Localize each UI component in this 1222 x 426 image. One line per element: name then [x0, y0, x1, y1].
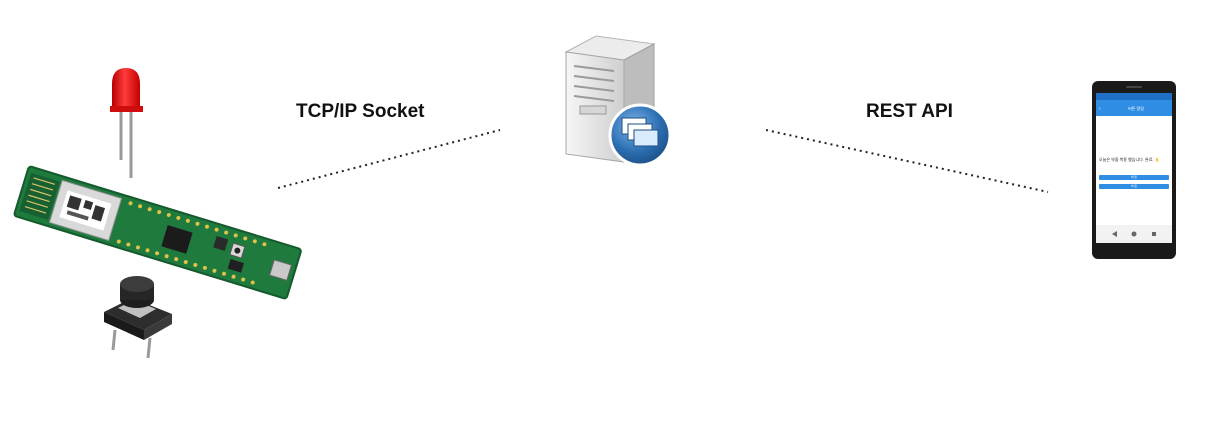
smartphone-icon — [1092, 81, 1176, 259]
tactile-push-button-icon — [104, 276, 172, 359]
microcontroller-board-icon — [13, 165, 302, 300]
phone-button-1[interactable]: 버 튼 — [1099, 175, 1169, 180]
phone-message: 오늘은 약을 복용 했습니다. 완료. 👌 — [1099, 157, 1160, 162]
rest-api-label: REST API — [866, 101, 953, 122]
led-icon — [110, 68, 143, 178]
back-arrow-icon[interactable]: ‹ — [1099, 106, 1101, 112]
phone-app-bar-title: 버튼 알림 — [1128, 106, 1144, 111]
phone-button-2[interactable]: 버 튼 — [1099, 184, 1169, 189]
connector-device-server — [277, 129, 501, 189]
tcp-ip-socket-label: TCP/IP Socket — [296, 101, 425, 122]
connector-server-phone — [765, 129, 1049, 193]
server-icon — [564, 35, 672, 167]
